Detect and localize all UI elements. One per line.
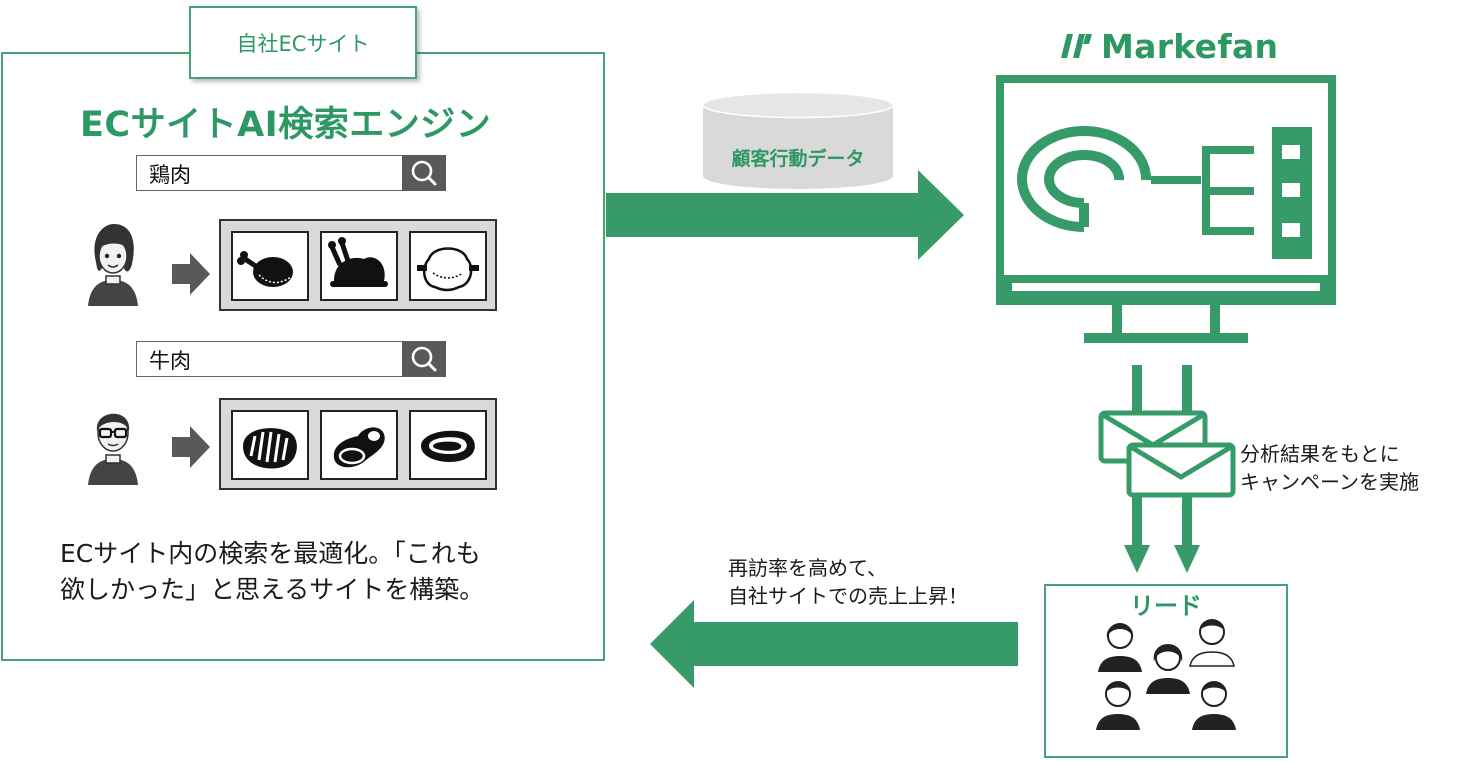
campaign-line: 分析結果をもとに (1240, 442, 1400, 466)
ec-site-tab-label: 自社ECサイト (236, 31, 370, 56)
analytics-icon (1017, 126, 1312, 259)
ec-description: ECサイト内の検索を最適化。「これも 欲しかった」と思えるサイトを構築。 (60, 536, 484, 608)
steak-icon (243, 428, 297, 469)
markefan-brand-text: Markefan (1101, 27, 1279, 66)
return-note: 再訪率を高めて、 自社サイトでの売上上昇！ (728, 554, 968, 610)
result-tile (231, 231, 309, 301)
result-tile (231, 410, 309, 480)
ec-site-tab: 自社ECサイト (189, 6, 417, 79)
campaign-line: キャンペーンを実施 (1240, 470, 1419, 494)
roast-chicken-icon (328, 237, 388, 287)
search-query: 鶏肉 (149, 163, 191, 187)
result-tile (320, 231, 398, 301)
arrow-right-icon (172, 426, 210, 468)
woman-person-icon (1098, 623, 1142, 672)
campaign-note: 分析結果をもとに キャンペーンを実施 (1240, 440, 1419, 496)
results-tray-beef (219, 398, 497, 490)
results-tray-chicken (219, 219, 497, 311)
return-line: 再訪率を高めて、 (728, 556, 887, 580)
search-icon (411, 160, 437, 186)
markefan-brand: Markefan (1057, 27, 1278, 66)
result-tile (409, 410, 487, 480)
return-line: 自社サイトでの売上上昇！ (728, 584, 968, 608)
search-button (402, 155, 446, 191)
search-bar-chicken: 鶏肉 (136, 155, 446, 191)
monitor-icon (996, 75, 1336, 343)
search-button (402, 341, 446, 377)
result-tile (320, 410, 398, 480)
lead-title: リード (1130, 592, 1202, 620)
arrow-right-icon (172, 253, 210, 295)
search-icon (411, 346, 437, 372)
woman-avatar-icon (84, 218, 142, 306)
chicken-leg-icon (237, 251, 293, 287)
woman-person-icon (1146, 644, 1190, 694)
result-tile (409, 231, 487, 301)
lead-people (1096, 619, 1236, 730)
man-person-icon (1192, 681, 1236, 730)
sirloin-icon (421, 430, 475, 462)
database-icon (702, 92, 894, 189)
return-arrow (650, 600, 1018, 688)
data-label: 顧客行動データ (731, 148, 865, 170)
lead-box (1044, 584, 1288, 758)
chicken-wing-icon (417, 247, 479, 292)
search-bar-beef: 牛肉 (136, 341, 446, 377)
campaign-flow (1098, 365, 1236, 573)
search-query: 牛肉 (149, 349, 191, 373)
engine-title: ECサイトAI検索エンジン (80, 105, 492, 145)
man-person-icon (1189, 619, 1235, 667)
man-avatar-icon (84, 397, 142, 485)
envelope-icon (1126, 442, 1236, 498)
data-flow-arrow (606, 170, 964, 260)
description-line: ECサイト内の検索を最適化。「これも (60, 539, 481, 568)
description-line: 欲しかった」と思えるサイトを構築。 (60, 575, 485, 604)
markefan-logo-icon (1061, 34, 1092, 58)
man-person-icon (1096, 681, 1140, 730)
beef-cut-icon (333, 427, 385, 468)
